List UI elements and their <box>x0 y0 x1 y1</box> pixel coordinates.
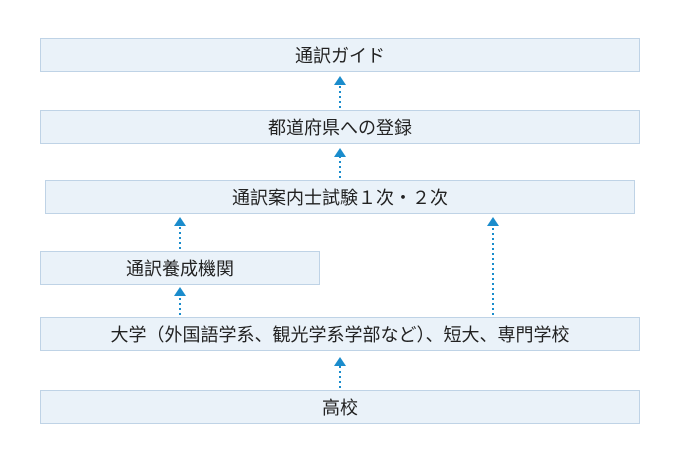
box-training: 通訳養成機関 <box>40 251 320 285</box>
arrow-university-to-training <box>174 287 186 315</box>
arrow-exam-to-registration <box>334 148 346 178</box>
box-registration: 都道府県への登録 <box>40 110 640 144</box>
arrow-highschool-to-university <box>334 357 346 388</box>
box-exam: 通訳案内士試験１次・２次 <box>45 180 635 214</box>
arrow-training-to-exam <box>174 217 186 249</box>
box-guide: 通訳ガイド <box>40 38 640 72</box>
arrow-registration-to-guide <box>334 76 346 108</box>
box-highschool: 高校 <box>40 390 640 424</box>
box-university: 大学（外国語学系、観光学系学部など）、短大、専門学校 <box>40 317 640 351</box>
arrow-university-to-exam <box>487 217 499 315</box>
